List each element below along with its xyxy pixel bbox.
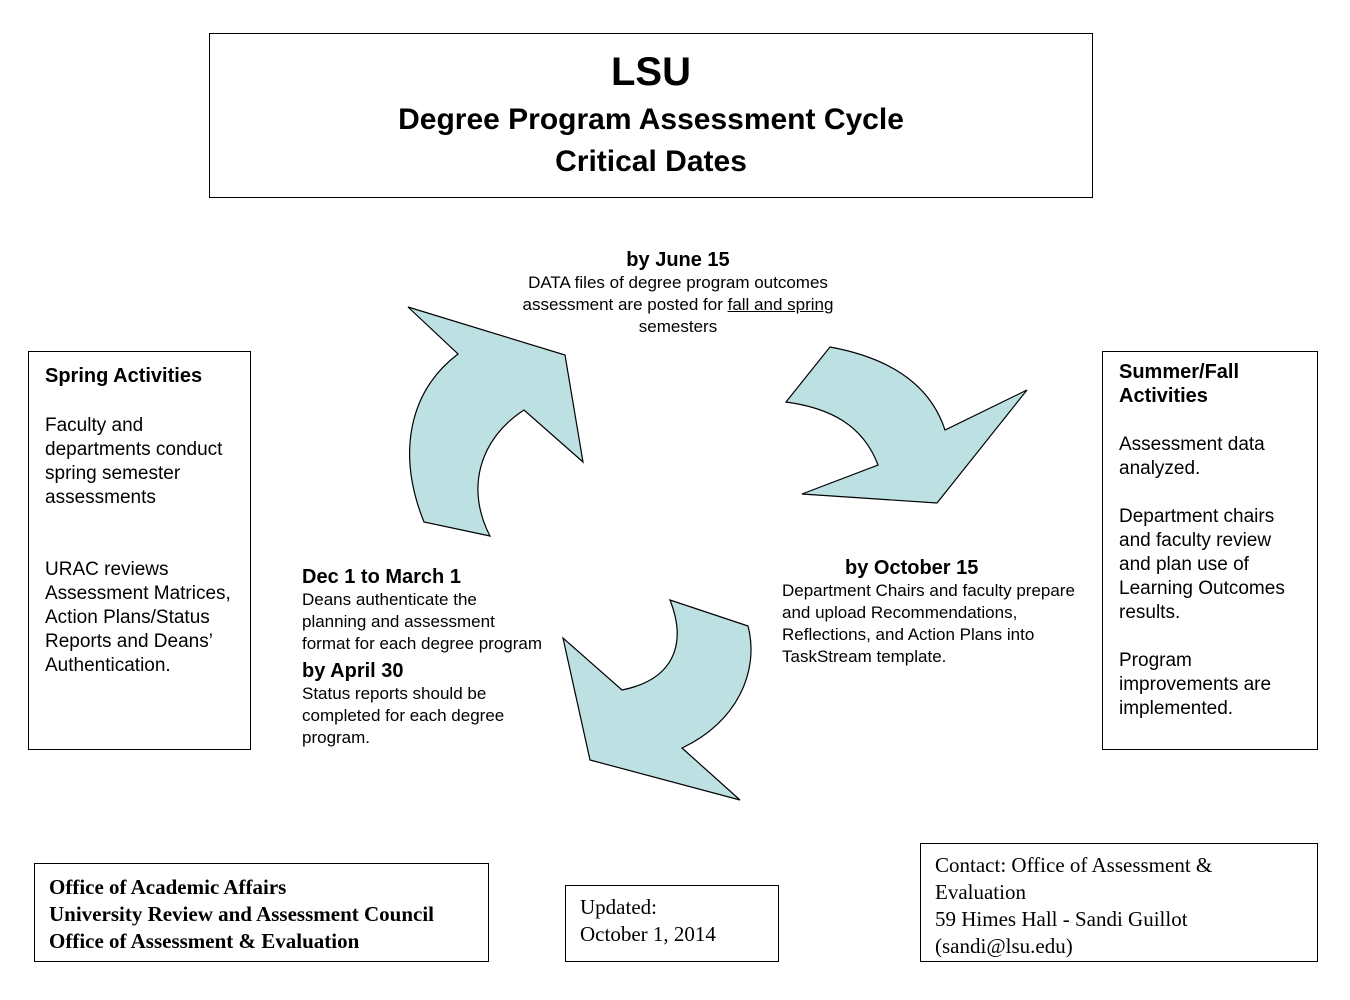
office-line-1: Office of Academic Affairs: [49, 875, 287, 899]
title-box: LSU Degree Program Assessment Cycle Crit…: [209, 33, 1093, 198]
contact-line-3: 59 Himes Hall - Sandi Guillot: [935, 907, 1188, 931]
arrow-top-left: [407, 306, 584, 537]
contact-box: Contact: Office of Assessment & Evaluati…: [920, 843, 1318, 962]
office-box: Office of Academic Affairs University Re…: [34, 863, 489, 962]
step-dec-1-heading: Dec 1 to March 1: [302, 566, 461, 588]
page-subtitle: Degree Program Assessment Cycle: [398, 103, 904, 136]
step-dec-1-to-march-1: Dec 1 to March 1 Deans authenticate the …: [302, 565, 542, 749]
office-line-3: Office of Assessment & Evaluation: [49, 929, 360, 953]
step-june-15-text: DATA files of degree program outcomes as…: [522, 273, 834, 336]
updated-box: Updated: October 1, 2014: [565, 885, 779, 962]
summer-fall-activities-text-3: Program improvements are implemented.: [1119, 650, 1272, 719]
arrow-top-right: [784, 346, 1028, 504]
spring-activities-text-2: URAC reviews Assessment Matrices, Action…: [45, 559, 231, 676]
step-april-30-heading: by April 30: [302, 660, 404, 682]
step-june-15-heading: by June 15: [626, 249, 730, 271]
summer-fall-activities-heading: Summer/Fall Activities: [1119, 361, 1240, 407]
summer-fall-activities-text-2: Department chairs and faculty review and…: [1119, 506, 1285, 623]
page-subtitle-critical-dates: Critical Dates: [555, 145, 747, 178]
arrow-bottom: [562, 599, 752, 801]
contact-email[interactable]: (sandi@lsu.edu): [935, 934, 1073, 958]
contact-line-1: Contact: Office of Assessment &: [935, 853, 1213, 877]
updated-label: Updated:: [580, 895, 657, 919]
contact-line-2: Evaluation: [935, 880, 1026, 904]
step-october-15-text: Department Chairs and faculty prepare an…: [782, 581, 1075, 666]
spring-activities-text-1: Faculty and departments conduct spring s…: [45, 415, 223, 508]
updated-date: October 1, 2014: [580, 922, 716, 946]
step-dec-1-text: Deans authenticate the planning and asse…: [302, 590, 543, 653]
step-october-15-heading: by October 15: [845, 557, 979, 579]
office-line-2: University Review and Assessment Council: [49, 902, 435, 926]
spring-activities-heading: Spring Activities: [45, 365, 203, 387]
step-june-15: by June 15 DATA files of degree program …: [520, 248, 836, 338]
summer-fall-activities-box: Summer/Fall Activities Assessment data a…: [1102, 351, 1318, 750]
step-april-30-text: Status reports should be completed for e…: [302, 684, 505, 747]
fall-and-spring-underlined: fall and spring: [727, 295, 834, 314]
summer-fall-activities-text-1: Assessment data analyzed.: [1119, 434, 1265, 479]
page-title: LSU: [611, 50, 691, 94]
step-october-15: by October 15 Department Chairs and facu…: [782, 556, 1082, 668]
spring-activities-box: Spring Activities Faculty and department…: [28, 351, 251, 750]
